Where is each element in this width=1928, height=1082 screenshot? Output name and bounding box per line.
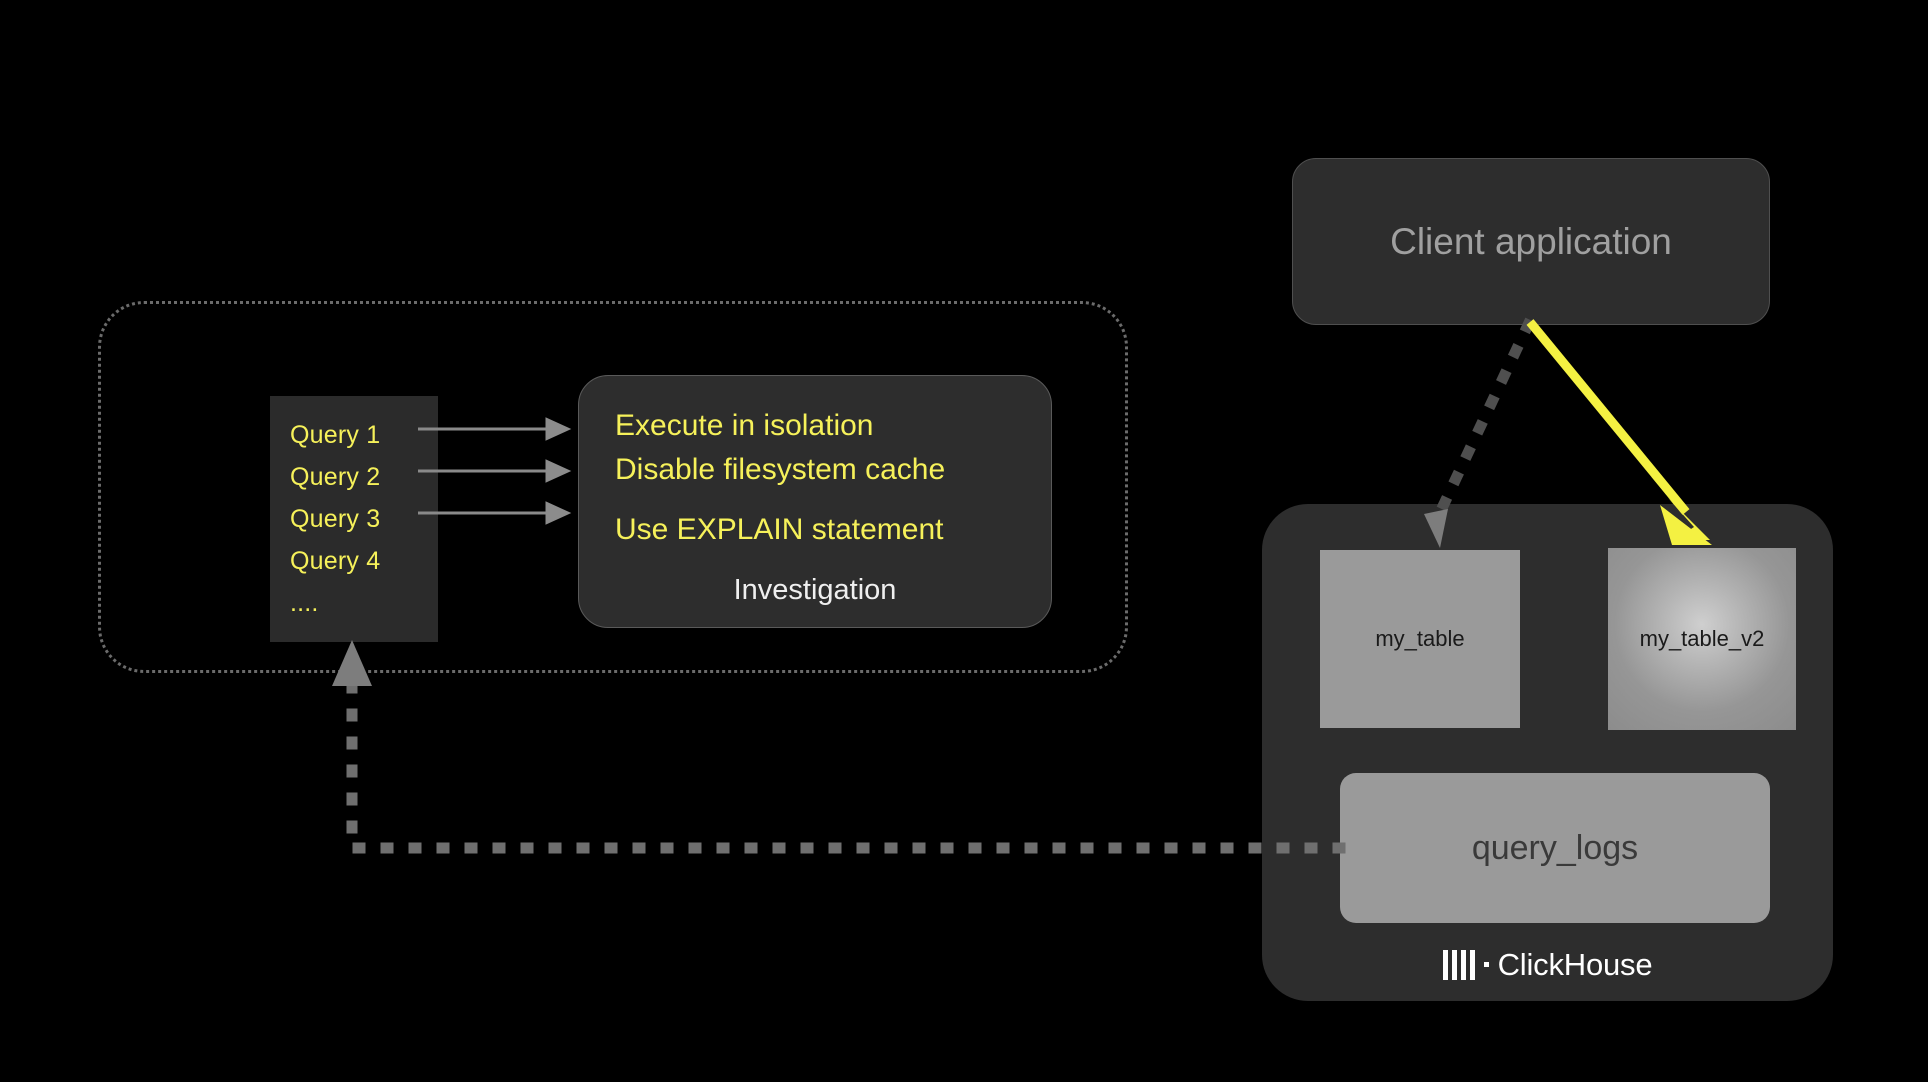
table-query-logs-label: query_logs [1471, 828, 1639, 867]
query-list-item-4[interactable]: Query 4 [290, 547, 381, 575]
investigation-step-3: Use EXPLAIN statement [615, 513, 944, 546]
table-my-table-v2-label: my_table_v2 [1639, 626, 1765, 651]
table-my-table-label: my_table [1375, 626, 1465, 651]
query-list-item-3[interactable]: Query 3 [290, 505, 381, 533]
table-my-table[interactable]: my_table [1320, 550, 1520, 728]
table-query-logs[interactable]: query_logs [1340, 773, 1770, 923]
investigation-step-2: Disable filesystem cache [615, 453, 946, 486]
query-list-item-more: .... [290, 589, 319, 617]
client-application-box: Client application [1292, 158, 1770, 325]
query-list-item-1[interactable]: Query 1 [290, 421, 381, 449]
investigation-box: Execute in isolation Disable filesystem … [578, 375, 1052, 628]
table-my-table-v2[interactable]: my_table_v2 [1608, 548, 1796, 730]
query-list-item-2[interactable]: Query 2 [290, 463, 381, 491]
client-application-label: Client application [1390, 220, 1672, 262]
clickhouse-bars-icon [1442, 950, 1475, 980]
clickhouse-logo: ClickHouse [1262, 947, 1833, 983]
query-list: Query 1 Query 2 Query 3 Query 4 .... [270, 396, 438, 642]
clickhouse-brand-label: ClickHouse [1497, 947, 1653, 982]
investigation-step-1: Execute in isolation [615, 409, 874, 442]
investigation-title: Investigation [733, 574, 897, 606]
clickhouse-dot-icon [1483, 961, 1489, 967]
investigation-spacer [615, 492, 1051, 508]
